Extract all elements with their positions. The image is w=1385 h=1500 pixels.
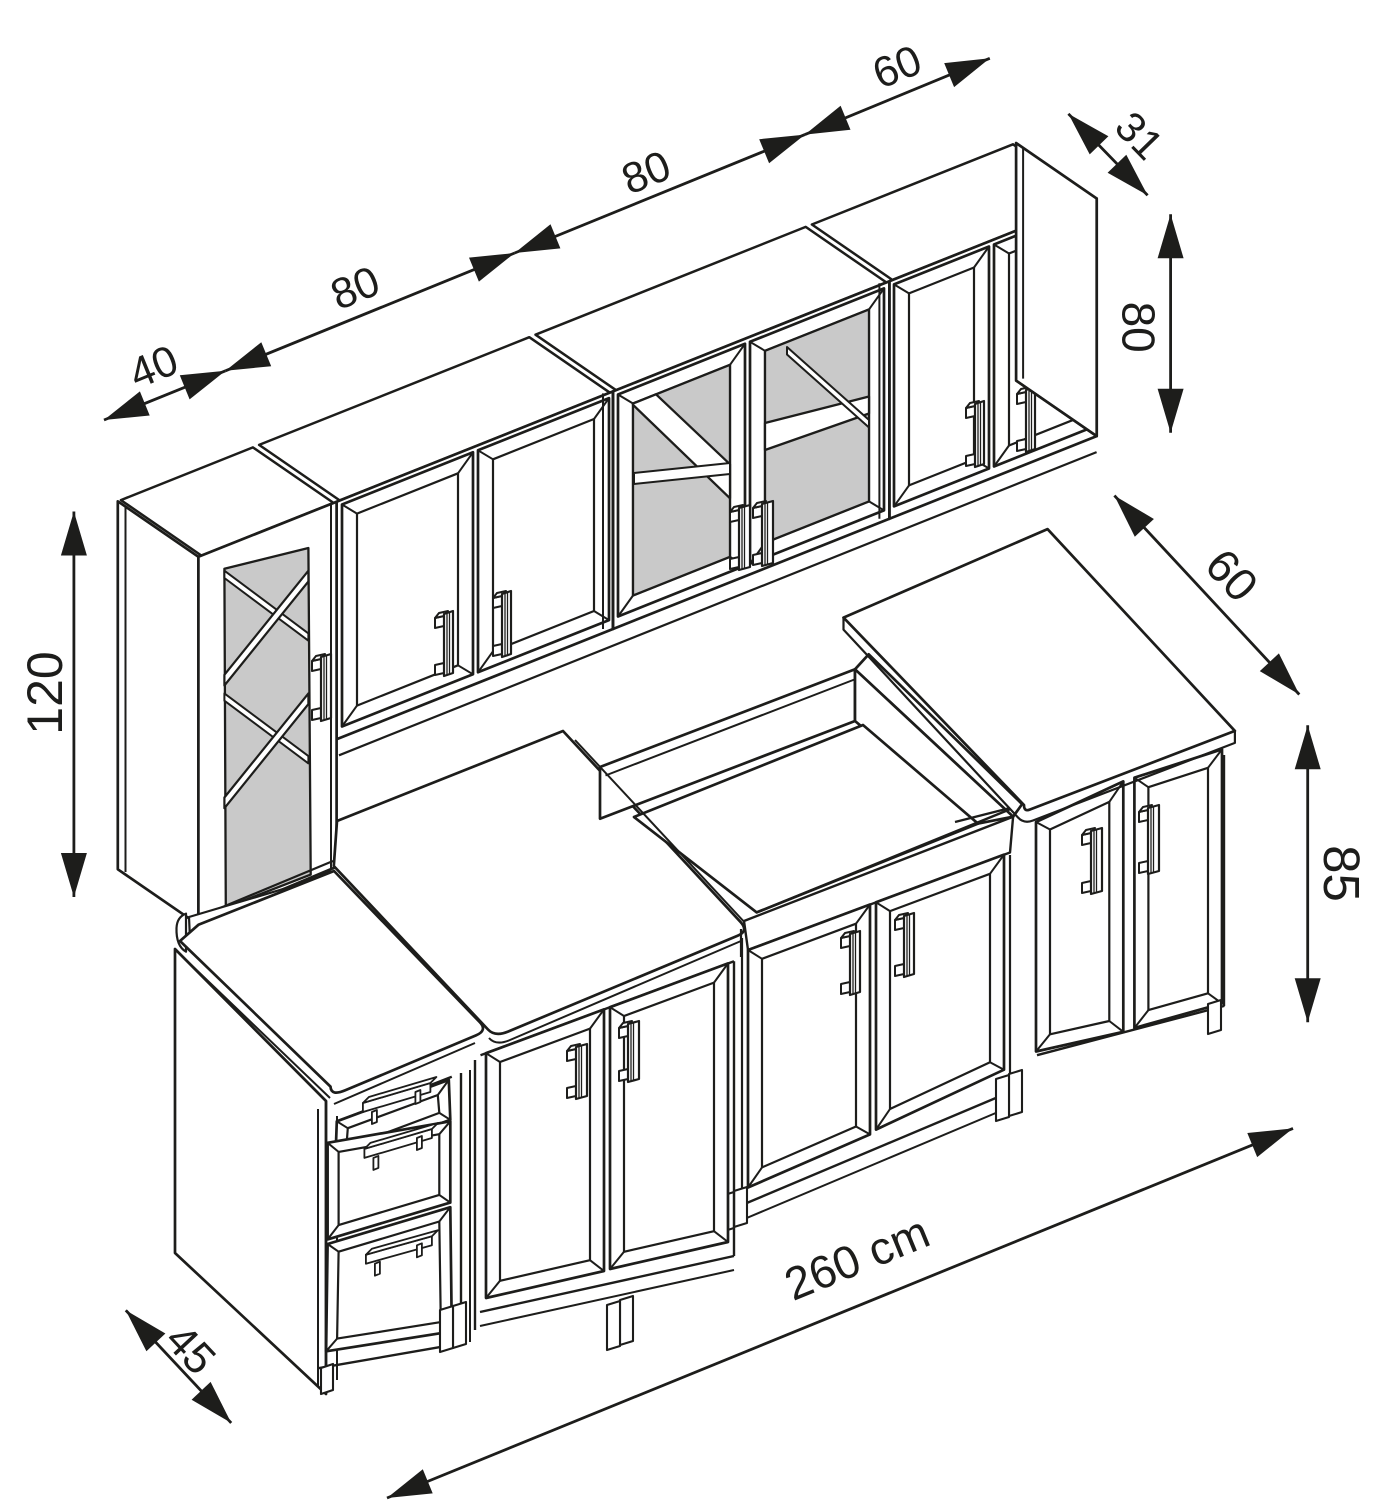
svg-text:85: 85 bbox=[1313, 845, 1370, 902]
svg-text:80: 80 bbox=[1113, 302, 1165, 353]
svg-text:120: 120 bbox=[17, 651, 73, 734]
